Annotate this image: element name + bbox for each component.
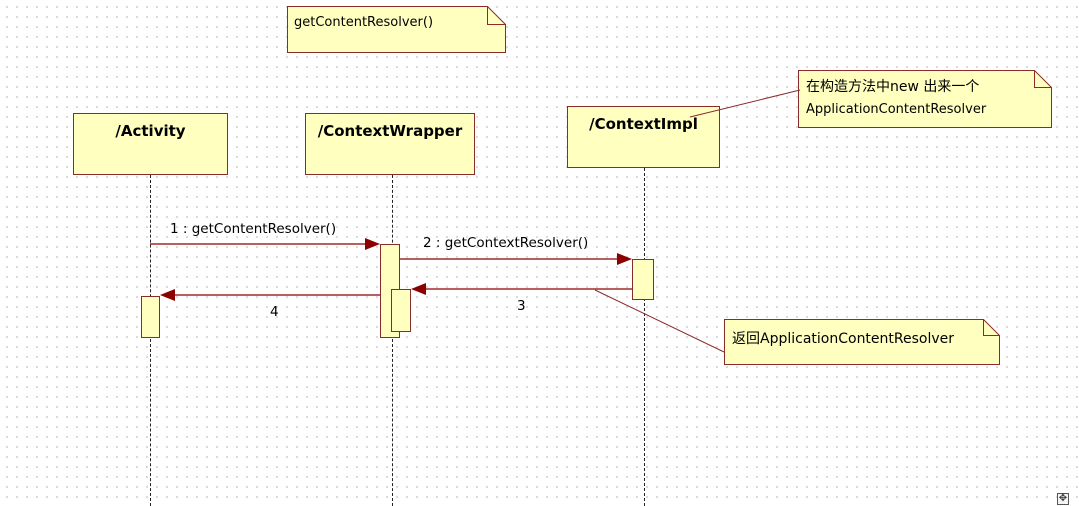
contextimpl-note-connector: [689, 89, 801, 118]
message-3-arrowhead: [411, 283, 426, 295]
top-note: getContentResolver(): [287, 6, 506, 53]
lifeline-activity-label: /Activity: [115, 122, 186, 140]
lifeline-contextimpl-line: [644, 168, 645, 506]
move-handle-icon[interactable]: ✥: [1057, 493, 1069, 505]
note-shape: [287, 6, 506, 53]
top-note-text: getContentResolver(): [294, 15, 434, 30]
note-shape: [724, 319, 1000, 365]
activation-contextimpl: [632, 259, 654, 300]
contextimpl-note-line1: 在构造方法中new 出来一个: [806, 79, 980, 95]
message-2-arrowhead: [617, 253, 632, 265]
activation-contextwrapper-inner: [391, 289, 411, 332]
contextimpl-note: 在构造方法中new 出来一个 ApplicationContentResolve…: [798, 70, 1052, 128]
message-2-label: 2 : getContextResolver(): [423, 235, 589, 251]
message-3-label: 3: [517, 298, 526, 314]
return-note-connector: [594, 289, 725, 353]
lifeline-contextimpl-label: /ContextImpl: [589, 115, 698, 133]
message-4-label: 4: [270, 304, 279, 320]
contextimpl-note-line2: ApplicationContentResolver: [806, 102, 987, 117]
lifeline-contextwrapper-box[interactable]: /ContextWrapper: [305, 113, 475, 175]
lifeline-activity-box[interactable]: /Activity: [73, 113, 228, 175]
activation-activity: [141, 296, 160, 338]
return-note-text: 返回ApplicationContentResolver: [732, 331, 955, 347]
message-4-arrowhead: [160, 289, 175, 301]
lifeline-activity-line: [150, 175, 151, 506]
message-1-label: 1 : getContentResolver(): [170, 221, 337, 237]
lifeline-contextwrapper-line: [392, 175, 393, 506]
message-1-arrowhead: [365, 238, 380, 250]
note-shape: [798, 70, 1052, 128]
lifeline-contextwrapper-label: /ContextWrapper: [317, 122, 463, 140]
return-note: 返回ApplicationContentResolver: [724, 319, 1000, 365]
